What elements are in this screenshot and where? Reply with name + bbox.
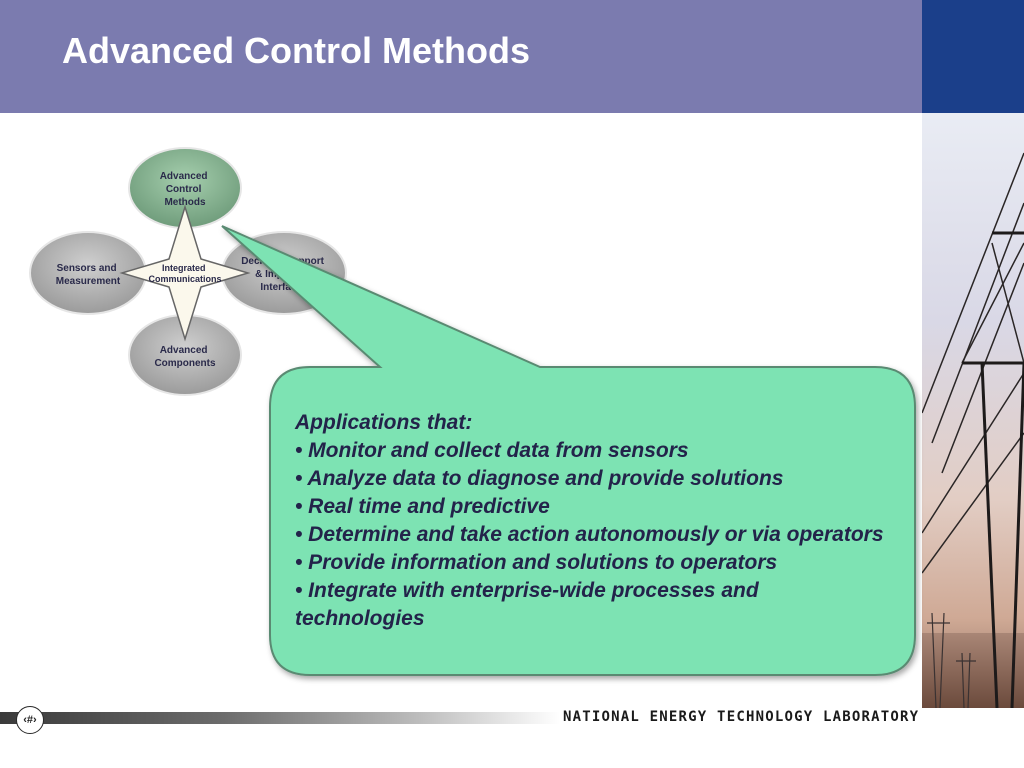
page-number-badge: ‹#› xyxy=(16,706,44,734)
center-star-shape xyxy=(119,204,251,342)
node-bottom-label: Advanced Components xyxy=(154,345,216,369)
callout-text: Applications that: • Monitor and collect… xyxy=(295,409,895,633)
callout-bullet: • Real time and predictive xyxy=(295,495,550,518)
power-lines-photo xyxy=(922,113,1024,708)
callout-bullet: • Determine and take action autonomously… xyxy=(295,523,884,546)
power-lines-illustration xyxy=(922,152,1024,708)
callout-bullet: • Integrate with enterprise-wide process… xyxy=(295,579,759,630)
callout-heading: Applications that: xyxy=(295,411,473,434)
callout-bullet: • Analyze data to diagnose and provide s… xyxy=(295,467,784,490)
slide-header xyxy=(0,0,922,113)
center-node-label: Integrated Communications xyxy=(148,263,221,284)
organization-logo-text: NATIONAL ENERGY TECHNOLOGY LABORATORY xyxy=(563,709,920,725)
node-top-label: Advanced Control Methods xyxy=(160,171,211,208)
footer-gradient-bar xyxy=(0,712,560,724)
header-corner-block xyxy=(922,0,1024,113)
callout-bullet: • Provide information and solutions to o… xyxy=(295,551,778,574)
callout-bullet: • Monitor and collect data from sensors xyxy=(295,439,689,462)
node-left-label: Sensors and Measurement xyxy=(56,263,121,287)
slide-title: Advanced Control Methods xyxy=(62,30,531,71)
